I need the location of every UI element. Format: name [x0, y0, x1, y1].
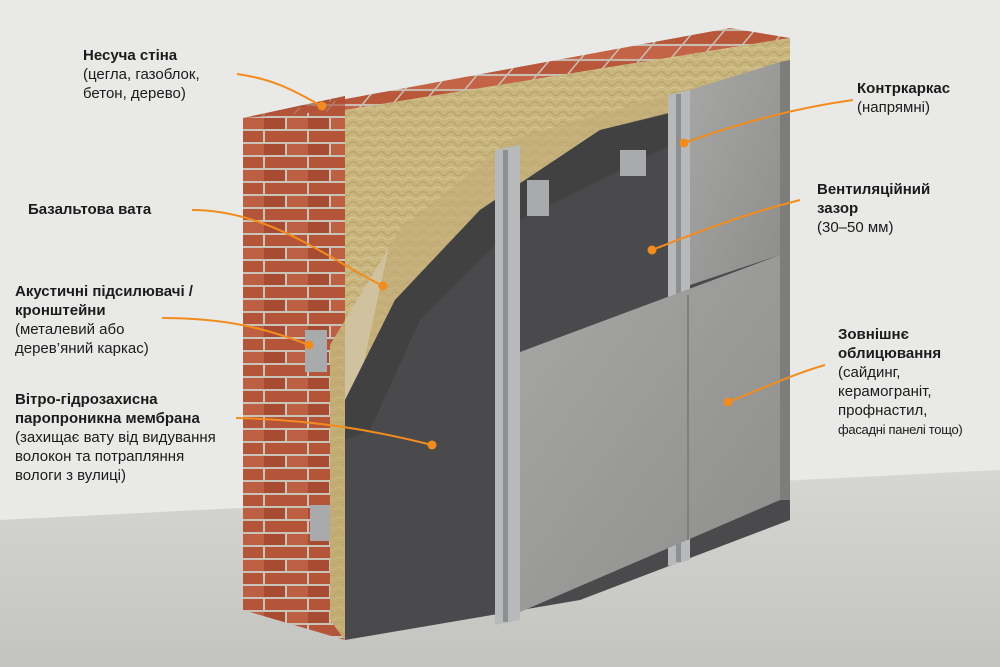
leader-dot [378, 281, 388, 291]
label-membrane-sub: вологи з вулиці) [15, 467, 126, 484]
label-brackets-sub: (металевий або [15, 321, 125, 338]
leader-line-insulation [191, 209, 384, 287]
label-insulation-title: Базальтова вата [28, 201, 152, 218]
label-wall: Несуча стіна (цегла, газоблок, бетон, де… [83, 46, 200, 103]
leader-line-counterframe [683, 99, 854, 144]
label-cladding-sub: фасадні панелі тощо) [838, 422, 963, 437]
leader-dots [304, 101, 733, 450]
label-counterframe-title: Контркаркас [857, 80, 951, 97]
label-membrane-sub: волокон та потрапляння [15, 448, 185, 465]
label-ventgap-title: Вентиляційний [817, 181, 931, 198]
leader-line-cladding [727, 364, 826, 403]
label-insulation: Базальтова вата [28, 200, 151, 219]
brick-wall-top [243, 28, 790, 118]
label-ventgap-title: зазор [817, 200, 859, 217]
label-cladding-sub: (сайдинг, [838, 364, 901, 381]
label-wall-sub: бетон, дерево) [83, 85, 186, 102]
label-cladding-title: Зовнішнє [838, 326, 909, 343]
brick-wall-front [243, 96, 345, 640]
leader-dot [723, 397, 733, 407]
leader-line-group [161, 73, 854, 446]
label-membrane-title: Вітро-гідрозахисна [15, 391, 158, 408]
bracket [527, 180, 549, 216]
cladding-panel [520, 255, 780, 612]
label-cladding-title: облицювання [838, 345, 942, 362]
label-ventgap-sub: (30–50 мм) [817, 219, 894, 236]
label-brackets: Акустичні підсилювачі / кронштейни (мета… [15, 282, 193, 358]
label-counterframe: Контркаркас (напрямні) [857, 79, 950, 117]
bracket [305, 330, 327, 372]
label-wall-sub: (цегла, газоблок, [83, 66, 200, 83]
leader-line-ventgap [651, 199, 801, 251]
bracket [310, 505, 330, 541]
cladding-panel [690, 62, 780, 285]
bracket [620, 150, 646, 176]
leader-line-membrane [235, 417, 433, 446]
label-counterframe-sub: (напрямні) [857, 99, 930, 116]
label-brackets-title: Акустичні підсилювачі / [15, 283, 193, 300]
leader-dot [317, 101, 327, 111]
label-cladding-sub: керамограніт, [838, 383, 932, 400]
label-cladding-sub: профнастил, [838, 402, 928, 419]
leader-dot [427, 440, 437, 450]
label-membrane: Вітро-гідрозахисна паропроникна мембрана… [15, 390, 216, 485]
leader-dot [679, 138, 689, 148]
label-ventgap: Вентиляційний зазор (30–50 мм) [817, 180, 930, 237]
label-brackets-title: кронштейни [15, 302, 106, 319]
label-cladding: Зовнішнє облицювання (сайдинг, керамогра… [838, 325, 963, 439]
leader-dot [647, 245, 657, 255]
label-membrane-sub: (захищає вату від видування [15, 429, 216, 446]
leader-dot [304, 340, 314, 350]
label-membrane-title: паропроникна мембрана [15, 410, 200, 427]
label-brackets-sub: дерев’яний каркас) [15, 340, 149, 357]
leader-line-wall [236, 73, 323, 107]
leader-line-brackets [161, 317, 310, 346]
label-wall-title: Несуча стіна [83, 47, 178, 64]
